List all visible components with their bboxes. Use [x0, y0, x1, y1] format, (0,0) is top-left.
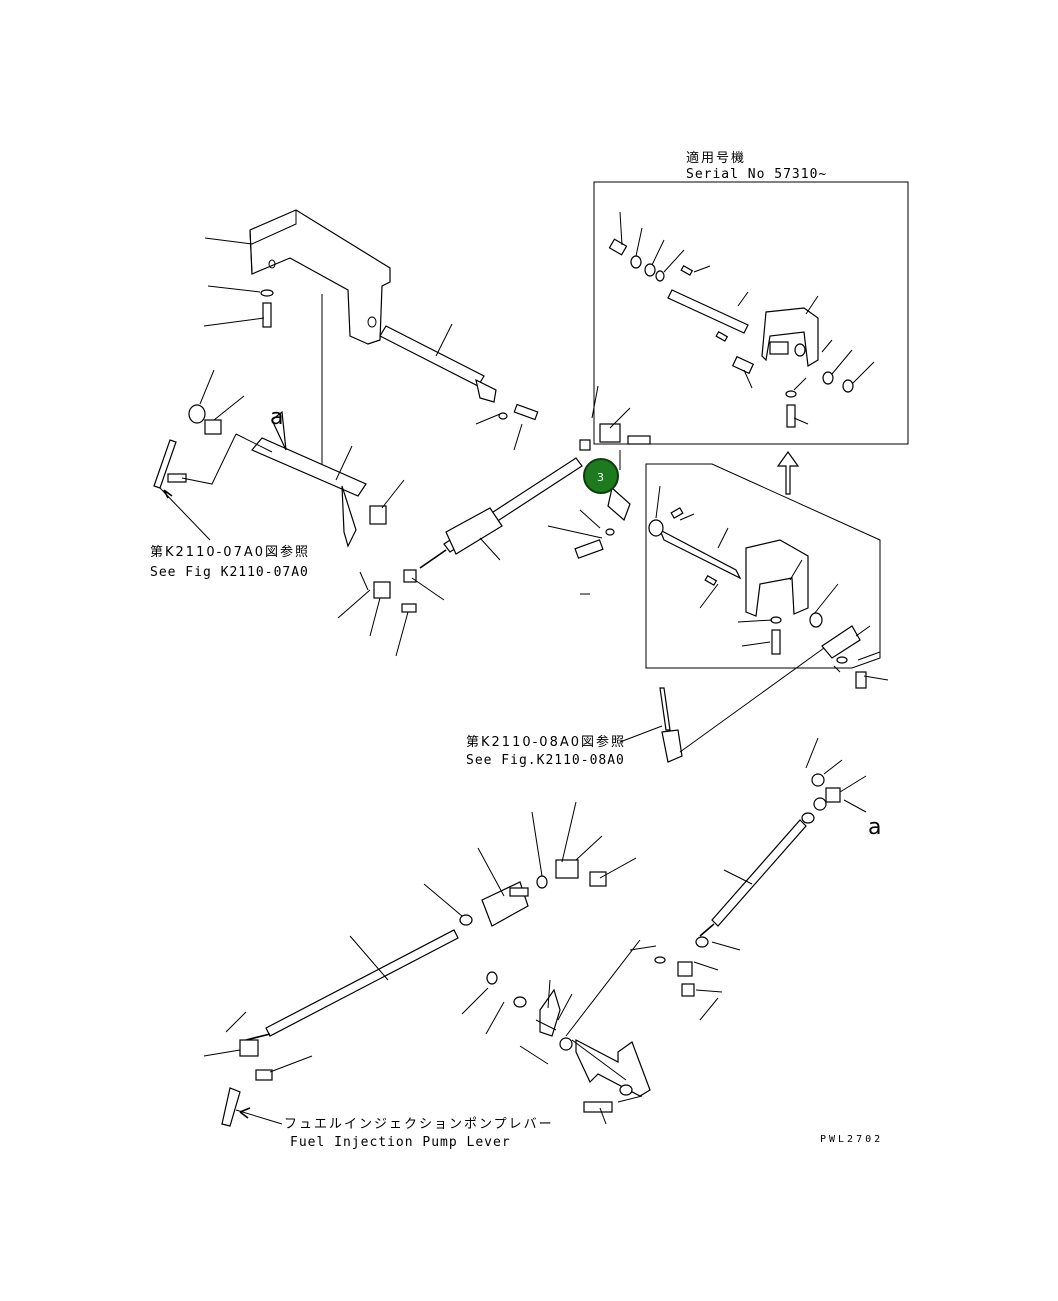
ref-07A0-en: See Fig K2110-07A0: [150, 565, 309, 580]
serial-box-title: 適用号機: [686, 150, 746, 166]
left-lever-assembly: a: [153, 369, 445, 657]
lower-assembly: a: [203, 737, 881, 1127]
view-letter-a-left: a: [270, 405, 283, 430]
view-letter-a-right: a: [868, 815, 881, 840]
up-arrow: [776, 450, 800, 495]
serial-box: 適用号機 Serial No 57310~: [593, 150, 909, 445]
ref-08A0-lever: [619, 647, 825, 763]
pump-lever-jp: フュエルインジェクションポンプレバー: [284, 1117, 554, 1132]
middle-right-inset: [645, 463, 889, 689]
serial-number: Serial No 57310~: [686, 167, 827, 182]
reference-labels: 第K2110-07A0図参照 See Fig K2110-07A0 第K2110…: [150, 544, 883, 1150]
ref-07A0-jp: 第K2110-07A0図参照: [150, 544, 310, 560]
serial-frame: [593, 181, 909, 445]
ref-08A0-en: See Fig.K2110-08A0: [466, 753, 625, 768]
ref-08A0-jp: 第K2110-08A0図参照: [466, 734, 626, 750]
part-marker-label: 3: [597, 471, 604, 484]
serial-parts: [608, 211, 875, 428]
upper-bracket-assembly: [203, 209, 539, 470]
part-marker-3[interactable]: 3: [583, 458, 619, 494]
drawing-code: PWL2702: [820, 1134, 883, 1145]
center-rod-assembly: [419, 385, 651, 595]
pump-lever-en: Fuel Injection Pump Lever: [290, 1135, 511, 1150]
